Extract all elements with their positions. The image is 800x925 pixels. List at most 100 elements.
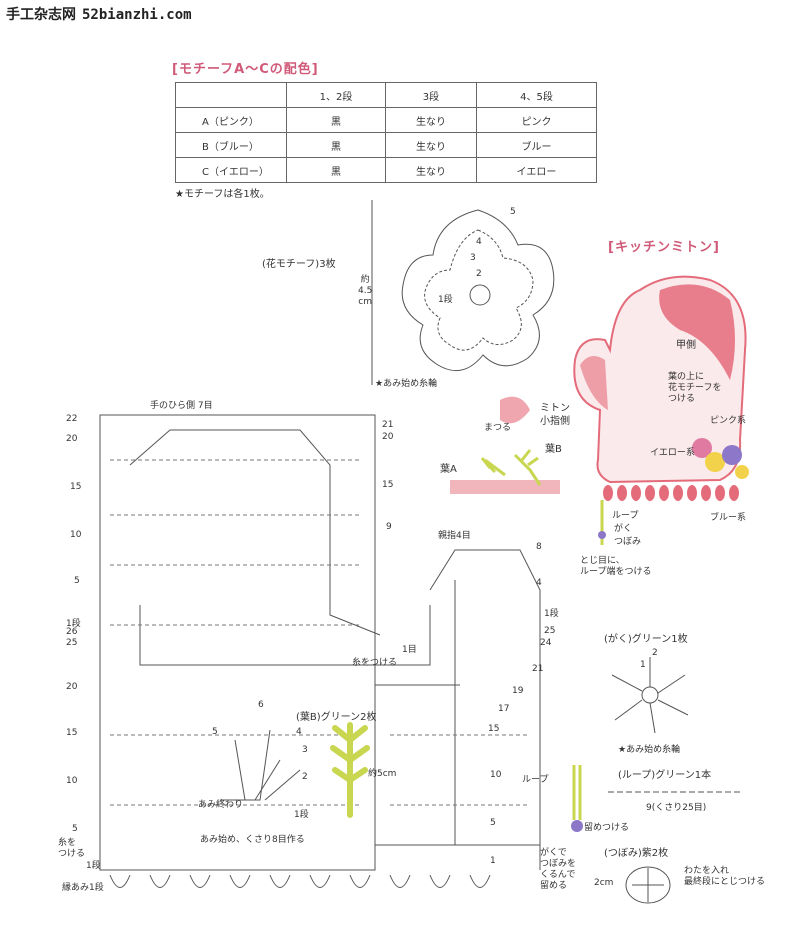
row-number: 10: [490, 770, 502, 780]
table-cell: ブルー: [475, 132, 598, 158]
mitten-back-label: 甲側: [676, 340, 696, 351]
row-number: 15: [488, 724, 500, 734]
mitten-leaf-a-label: 葉A: [440, 464, 457, 475]
table-header-cell: 1、2段: [286, 82, 386, 108]
svg-text:4: 4: [476, 237, 482, 247]
loop-illustration: [571, 765, 583, 832]
calyx-row: 2: [652, 648, 658, 658]
table-cell: A（ピンク）: [175, 107, 287, 133]
row-number: 25: [544, 626, 556, 636]
svg-text:3: 3: [470, 253, 476, 263]
row-number: 1段: [544, 609, 559, 619]
row-number: 1目: [402, 645, 417, 655]
bud-note: わたを入れ 最終段にとじつける: [684, 866, 766, 887]
row-number: 26: [66, 627, 78, 637]
leaf-b-row: 4: [296, 727, 302, 737]
loop-calyx-note: がくで つぼみを くるんで 留める: [540, 848, 577, 891]
table-row: A（ピンク） 黒 生なり ピンク: [175, 107, 598, 133]
row-number: 10: [66, 776, 78, 786]
site-url: 52bianzhi.com: [82, 7, 192, 23]
thumb-label: 親指4目: [438, 531, 471, 541]
flower-motif-diagram: 5 4 3 2 1段: [371, 200, 555, 385]
mitten-pink-label: ピンク系: [710, 416, 747, 426]
table-cell: 黒: [286, 157, 386, 183]
palm-label: 手のひら側 7目: [150, 401, 213, 411]
mitten-illustration: [450, 275, 749, 545]
mitten-leaf-b-label: 葉B: [545, 444, 562, 455]
color-table: 1、2段 3段 4、5段 A（ピンク） 黒 生なり ピンク B（ブルー） 黒 生…: [175, 82, 598, 183]
table-header-cell: 4、5段: [475, 82, 598, 108]
stitch-chart: [99, 414, 541, 888]
row-number: 1段: [86, 861, 101, 871]
leaf-b-row: 1段: [294, 810, 309, 820]
row-number: 5: [74, 576, 80, 586]
leaf-b-row: 5: [212, 727, 218, 737]
row-number: 5: [72, 824, 78, 834]
mitten-blue-label: ブルー系: [710, 513, 747, 523]
leaf-b-label: (葉B)グリーン2枚: [296, 712, 377, 723]
loop-label: ループ: [522, 775, 549, 785]
color-table-title: [モチーフA～Cの配色]: [172, 62, 319, 77]
mitten-flower-note: 葉の上に 花モチーフを つける: [668, 372, 722, 404]
mitten-section-title: [キッチンミトン]: [608, 240, 720, 255]
row-number: 10: [70, 530, 82, 540]
table-cell: 生なり: [384, 132, 477, 158]
row-number: 8: [536, 542, 542, 552]
row-number: 25: [66, 638, 78, 648]
edging-label: 縁あみ1段: [62, 883, 104, 893]
mitten-bud-label: つぼみ: [614, 537, 642, 547]
table-header-cell: [175, 82, 287, 108]
row-number: 5: [490, 818, 496, 828]
row-number: 24: [540, 638, 552, 648]
flower-motif-label: (花モチーフ)3枚: [262, 259, 336, 270]
leaf-b-row: 3: [302, 745, 308, 755]
row-number: 20: [66, 434, 78, 444]
leaf-b-start-label: あみ始め、くさり8目作る: [200, 835, 305, 845]
table-row: C（イエロー） 黒 生なり イエロー: [175, 157, 598, 183]
calyx-diagram: [611, 657, 689, 734]
calyx-label: (がく)グリーン1枚: [604, 634, 688, 645]
loop-chart-label: (ループ)グリーン1本: [618, 770, 712, 781]
leaf-b-size: 約5cm: [368, 769, 397, 779]
row-number: 17: [498, 704, 510, 714]
table-note: ★モチーフは各1枚。: [175, 189, 270, 200]
row-number: 1段: [66, 619, 81, 629]
flower-start-note: ★あみ始め糸輪: [375, 379, 438, 389]
row-number: 1: [490, 856, 496, 866]
table-cell: イエロー: [475, 157, 598, 183]
table-cell: C（イエロー）: [175, 157, 287, 183]
mitten-matsuru-label: まつる: [484, 423, 512, 433]
row-number: 19: [512, 686, 524, 696]
bud-label: (つぼみ)紫2枚: [604, 848, 669, 859]
mitten-small-finger-label: ミトン 小指側: [540, 403, 570, 427]
row-number: 20: [66, 682, 78, 692]
calyx-start-note: ★あみ始め糸輪: [618, 745, 681, 755]
leaf-b-row: 2: [302, 772, 308, 782]
row-number: 21: [382, 420, 394, 430]
table-header-row: 1、2段 3段 4、5段: [175, 82, 598, 108]
table-cell: B（ブルー）: [175, 132, 287, 158]
row-number: 21: [532, 664, 544, 674]
row-number: 15: [382, 480, 394, 490]
calyx-row: 1: [640, 660, 646, 670]
row-number: 15: [66, 728, 78, 738]
loop-stop-note: 留めつける: [584, 823, 630, 833]
loop-chain-diagram: [608, 791, 741, 793]
table-header-cell: 3段: [384, 82, 477, 108]
table-cell: ピンク: [475, 107, 598, 133]
mitten-yellow-label: イエロー系: [650, 448, 695, 458]
table-cell: 黒: [286, 107, 386, 133]
leaf-b-row: 6: [258, 700, 264, 710]
leaf-b-diagram: [220, 722, 370, 818]
attach-thread-label-2: 糸を つける: [58, 838, 86, 859]
mitten-loop-label: ループ: [612, 511, 639, 521]
row-number: 22: [66, 414, 78, 424]
svg-text:2: 2: [476, 269, 482, 279]
leaf-b-end-label: あみ終わり: [198, 800, 244, 810]
mitten-finish-note: とじ目に、 ループ端をつける: [580, 556, 652, 577]
svg-text:5: 5: [510, 207, 516, 217]
bud-diagram: [625, 866, 671, 904]
svg-text:1段: 1段: [438, 293, 453, 305]
table-cell: 黒: [286, 132, 386, 158]
bud-size: 2cm: [594, 878, 614, 888]
